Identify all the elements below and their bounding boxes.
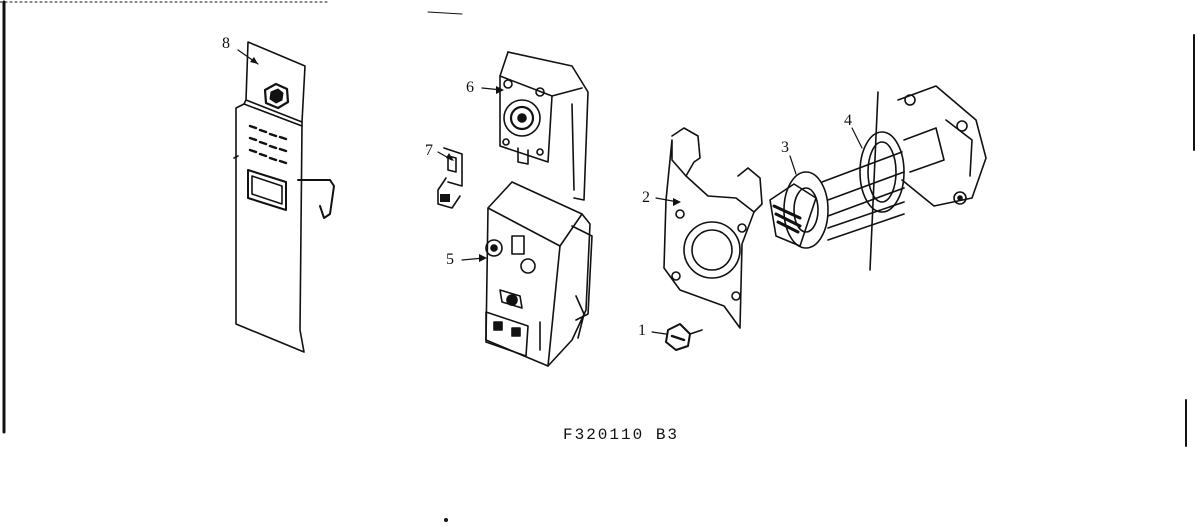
figure-code: F320110 B3 [563,426,680,444]
callout-3: 3 [781,139,789,156]
part-8-cover-plate [233,41,335,353]
leader-lines [237,49,863,335]
callout-1: 1 [638,322,646,339]
callout-7: 7 [425,142,433,159]
part-4-gasket-ring [859,91,905,271]
part-3-element [769,151,905,249]
part-6-upper-control [499,51,589,201]
part-2-gasket-bracket [663,127,763,329]
callout-5: 5 [446,251,454,268]
tank-flange [897,85,987,207]
callout-6: 6 [466,79,474,96]
part-5-thermostat [485,181,593,367]
callout-8: 8 [222,35,230,52]
part-1-screw [665,323,703,351]
callout-4: 4 [844,112,852,129]
part-7-bracket [437,147,463,209]
callout-2: 2 [642,189,650,206]
